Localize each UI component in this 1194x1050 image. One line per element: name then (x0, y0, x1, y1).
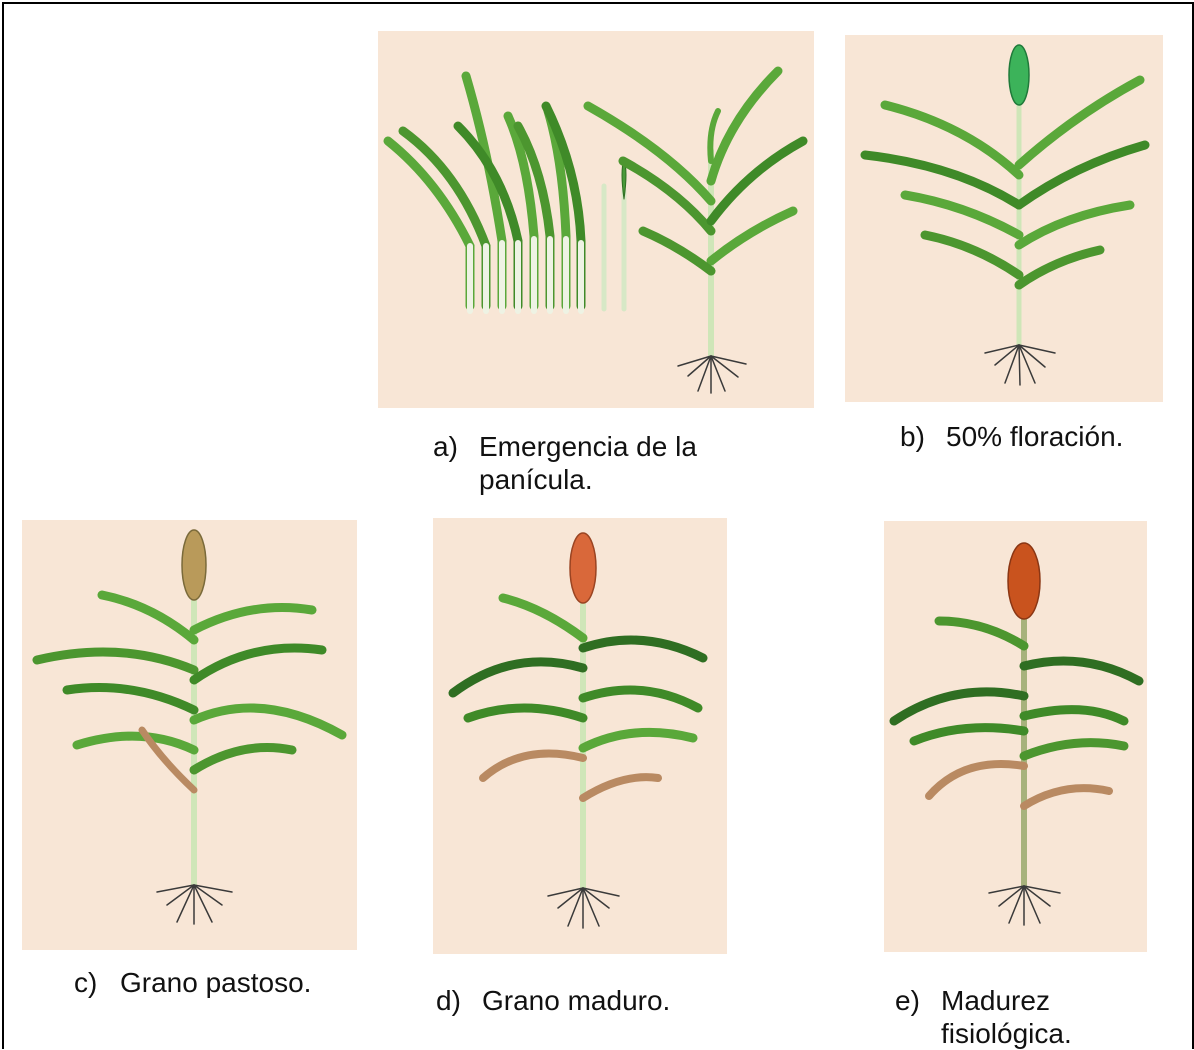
caption-label: e) (895, 984, 941, 1050)
panel-grano-maduro (433, 518, 727, 954)
caption-label: a) (433, 430, 479, 496)
sorghum-dissected-illustration (378, 31, 814, 408)
caption-b: b) 50% floración. (900, 420, 1180, 453)
sorghum-physiological-maturity-illustration (884, 521, 1147, 952)
caption-text: 50% floración. (946, 420, 1180, 453)
sorghum-flowering-illustration (845, 35, 1163, 402)
caption-a: a) Emergencia de la panícula. (433, 430, 773, 496)
panel-emergencia-panicula (378, 31, 814, 408)
sorghum-pasty-grain-illustration (22, 520, 357, 950)
caption-text: Emergencia de la panícula. (479, 430, 773, 496)
caption-text: Madurez fisiológica. (941, 984, 1105, 1050)
panel-grano-pastoso (22, 520, 357, 950)
panel-50-floracion (845, 35, 1163, 402)
caption-c: c) Grano pastoso. (74, 966, 374, 999)
caption-d: d) Grano maduro. (436, 984, 736, 1017)
sorghum-mature-grain-illustration (433, 518, 727, 954)
panel-madurez-fisiologica (884, 521, 1147, 952)
caption-e: e) Madurez fisiológica. (895, 984, 1105, 1050)
whole-plant (588, 71, 803, 393)
caption-label: d) (436, 984, 482, 1017)
caption-text: Grano pastoso. (120, 966, 374, 999)
caption-label: b) (900, 420, 946, 453)
caption-text: Grano maduro. (482, 984, 736, 1017)
caption-label: c) (74, 966, 120, 999)
